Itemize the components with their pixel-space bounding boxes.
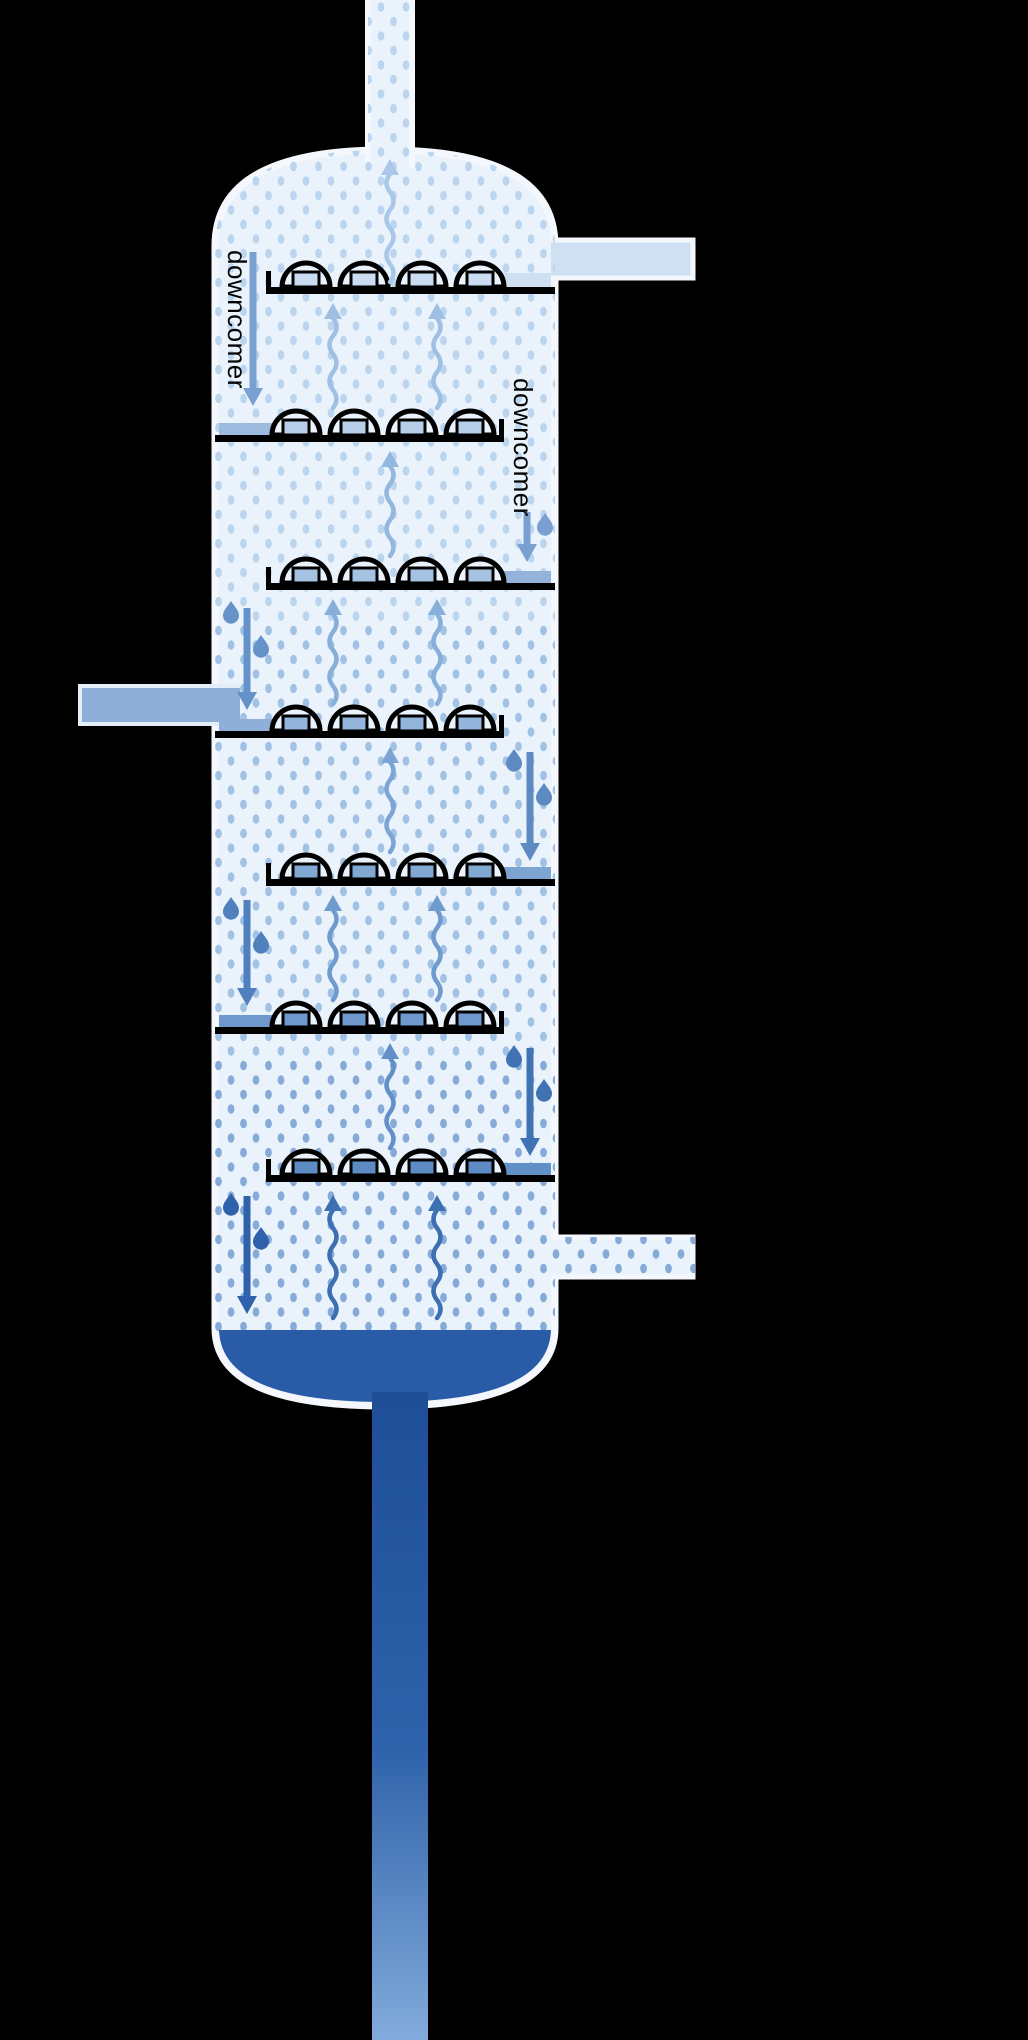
bubble-cap-liquid [465, 1158, 495, 1177]
downcomer-down-arrow-icon [517, 512, 537, 562]
bubble-cap-liquid [339, 714, 369, 733]
bubble-cap-liquid [407, 1158, 437, 1177]
vapor-up-arrow-icon [381, 1043, 399, 1151]
bubble-cap-liquid [349, 1158, 379, 1177]
bubble-cap-liquid [407, 270, 437, 289]
tray-2 [215, 408, 504, 442]
vapor-up-arrow-icon [428, 599, 446, 707]
vapor-up-arrow-icon [324, 599, 342, 707]
weir [266, 863, 271, 886]
vapor-up-arrow-icon [428, 303, 446, 411]
bubble-cap-liquid [397, 714, 427, 733]
vapor-up-arrow-icon [428, 895, 446, 1003]
tray-1 [266, 260, 555, 294]
downcomer-down-arrow-icon [237, 608, 257, 710]
tray-deck [215, 1027, 502, 1034]
bubble-cap-liquid [349, 270, 379, 289]
downcomer-label-right: downcomer [508, 378, 538, 517]
weir [499, 419, 504, 442]
vapor-up-arrow-icon [324, 303, 342, 411]
bubble-cap-liquid [455, 418, 485, 437]
tray-deck [215, 731, 502, 738]
tray-deck [268, 879, 555, 886]
weir [266, 1159, 271, 1182]
bubble-cap-liquid [407, 862, 437, 881]
reflux-inlet-pipe [551, 237, 696, 281]
vapor-up-arrow-icon [381, 159, 399, 285]
tray-5 [266, 852, 555, 886]
downcomer-flow-arrows [223, 252, 553, 1314]
vapor-up-arrow-icon [324, 1195, 342, 1321]
bubble-cap-liquid [291, 1158, 321, 1177]
bubble-cap-liquid [465, 270, 495, 289]
downcomer-down-arrow-icon [237, 1196, 257, 1314]
weir [266, 567, 271, 590]
downcomer-down-arrow-icon [237, 900, 257, 1006]
downcomer-down-arrow-icon [243, 252, 263, 406]
bubble-cap-liquid [397, 418, 427, 437]
downcomer-label-left: downcomer [222, 250, 252, 389]
tray-6 [215, 1000, 504, 1034]
bubble-cap-liquid [465, 566, 495, 585]
tray-3 [266, 556, 555, 590]
tray-7 [266, 1148, 555, 1182]
bubble-cap-liquid [339, 1010, 369, 1029]
bubble-cap-liquid [465, 862, 495, 881]
bubble-cap-liquid [455, 714, 485, 733]
weir [266, 271, 271, 294]
bubble-cap-liquid [339, 418, 369, 437]
vapor-flow-arrows [324, 159, 446, 1321]
bubble-cap-liquid [455, 1010, 485, 1029]
tray-4 [215, 704, 504, 738]
bubble-cap-liquid [407, 566, 437, 585]
vapor-up-arrow-icon [324, 895, 342, 1003]
bubble-cap-liquid [281, 1010, 311, 1029]
bubble-cap-liquid [291, 862, 321, 881]
bubble-cap-liquid [291, 270, 321, 289]
downcomer-down-arrow-icon [520, 1048, 540, 1156]
vapor-up-arrow-icon [428, 1195, 446, 1321]
feed-inlet-pipe [78, 684, 240, 726]
weir [499, 715, 504, 738]
bubble-cap-liquid [281, 418, 311, 437]
vapor-up-arrow-icon [381, 451, 399, 559]
bubble-cap-liquid [397, 1010, 427, 1029]
tray-deck [215, 435, 502, 442]
bubble-cap-liquid [281, 714, 311, 733]
tray-deck [268, 1175, 555, 1182]
tray-deck [268, 287, 555, 294]
weir [499, 1011, 504, 1034]
tray-deck [268, 583, 555, 590]
downcomer-down-arrow-icon [520, 752, 540, 861]
bubble-cap-liquid [291, 566, 321, 585]
bubble-cap-liquid [349, 862, 379, 881]
bottoms-outlet-pipe [372, 1392, 428, 2040]
bubble-cap-liquid [349, 566, 379, 585]
bottoms-liquid [219, 1328, 551, 1402]
vapor-up-arrow-icon [381, 747, 399, 855]
